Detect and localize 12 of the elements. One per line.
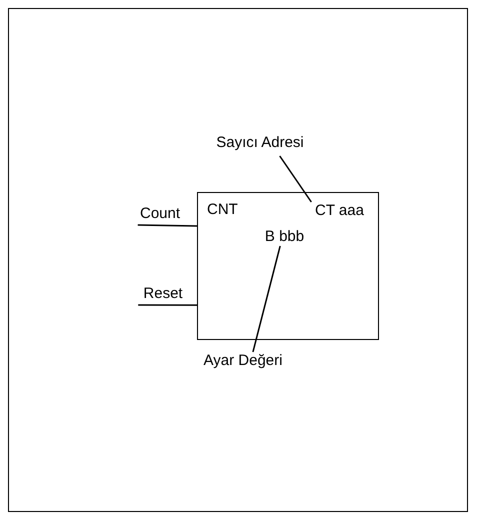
leader-line (279, 156, 312, 202)
callout-label: Ayar Değeri (172, 352, 314, 374)
input-label: Reset (136, 285, 190, 305)
callout-label: Sayıcı Adresi (184, 134, 336, 156)
leader-line (252, 246, 281, 352)
input-line (138, 304, 197, 306)
address-label: CT aaa (304, 202, 374, 220)
input-label: Count (130, 205, 190, 225)
input-line (138, 224, 198, 227)
counter-block (197, 192, 379, 340)
block-type-label: CNT (207, 201, 238, 219)
setting-label: B bbb (258, 228, 312, 246)
